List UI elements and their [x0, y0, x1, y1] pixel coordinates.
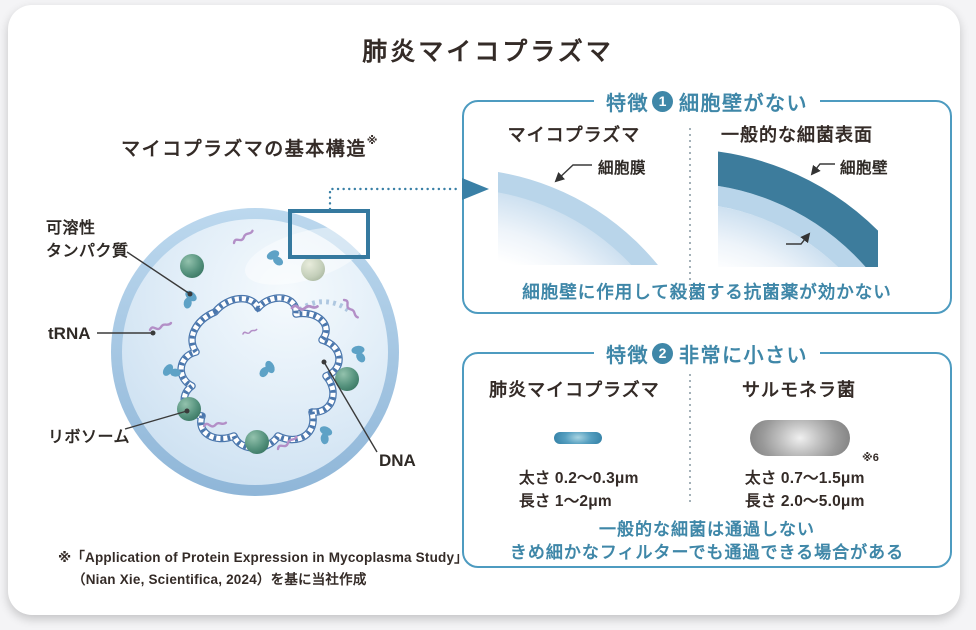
- feature1-box: 特徴 1 細胞壁がない マイコプラズマ 一般的な細菌表面 細胞膜 細胞壁 細胞膜…: [462, 87, 952, 314]
- structure-heading-note-mark: ※: [366, 135, 379, 147]
- page-title: 肺炎マイコプラズマ: [362, 38, 614, 66]
- feature1-right-membrane-label: 細胞膜: [729, 240, 778, 257]
- feature2-title-text: 非常に小さい: [679, 345, 808, 367]
- feature1-tag: 特徴: [606, 93, 649, 115]
- feature1-title: 特徴 1 細胞壁がない: [594, 87, 820, 116]
- label-soluble-protein: 可溶性 タンパク質: [46, 217, 129, 263]
- feature1-left-membrane-label: 細胞膜: [598, 160, 647, 177]
- salmonella-size-pill: [750, 420, 850, 456]
- feature1-right-heading: 一般的な細菌表面: [721, 125, 873, 145]
- feature1-caption: 細胞壁に作用して殺菌する抗菌薬が効かない: [522, 282, 892, 302]
- feature2-box: 特徴 2 非常に小さい 肺炎マイコプラズマ サルモネラ菌 ※6 太さ 0.2〜0…: [462, 339, 952, 568]
- feature2-caption-line1: 一般的な細菌は通過しない: [599, 520, 815, 539]
- feature2-number-badge: 2: [652, 343, 673, 364]
- feature2-caption-line2: きめ細かなフィルターでも通過できる場合がある: [509, 543, 905, 562]
- feature2-right-heading: サルモネラ菌: [742, 380, 856, 400]
- footer-citation-line1: ※「Application of Protein Expression in M…: [58, 550, 468, 565]
- label-dna: DNA: [379, 451, 416, 470]
- label-soluble-protein-line2: タンパク質: [46, 243, 129, 260]
- feature1-number-badge: 1: [652, 91, 673, 112]
- feature2-tag: 特徴: [606, 345, 649, 367]
- feature2-title: 特徴 2 非常に小さい: [594, 339, 820, 368]
- label-ribosome: リボソーム: [48, 429, 131, 446]
- feature2-left-size2: 長さ 1〜2μm: [519, 493, 612, 510]
- label-trna: tRNA: [48, 324, 91, 343]
- feature2-left-heading: 肺炎マイコプラズマ: [489, 380, 660, 400]
- label-soluble-protein-line1: 可溶性: [46, 220, 96, 237]
- feature2-right-size1: 太さ 0.7〜1.5μm: [745, 470, 865, 487]
- feature1-right-wall-label: 細胞壁: [840, 160, 889, 177]
- structure-heading: マイコプラズマの基本構造※: [40, 134, 460, 161]
- mycoplasma-size-pill: [554, 432, 602, 444]
- structure-heading-text: マイコプラズマの基本構造: [121, 139, 367, 160]
- feature1-title-text: 細胞壁がない: [679, 93, 808, 115]
- feature2-right-size2: 長さ 2.0〜5.0μm: [745, 493, 865, 510]
- footer-citation-line2: （Nian Xie, Scientifica, 2024）を基に当社作成: [72, 572, 367, 587]
- feature2-left-size1: 太さ 0.2〜0.3μm: [519, 470, 639, 487]
- feature2-note-ref: ※6: [862, 452, 879, 464]
- feature1-left-heading: マイコプラズマ: [507, 125, 641, 145]
